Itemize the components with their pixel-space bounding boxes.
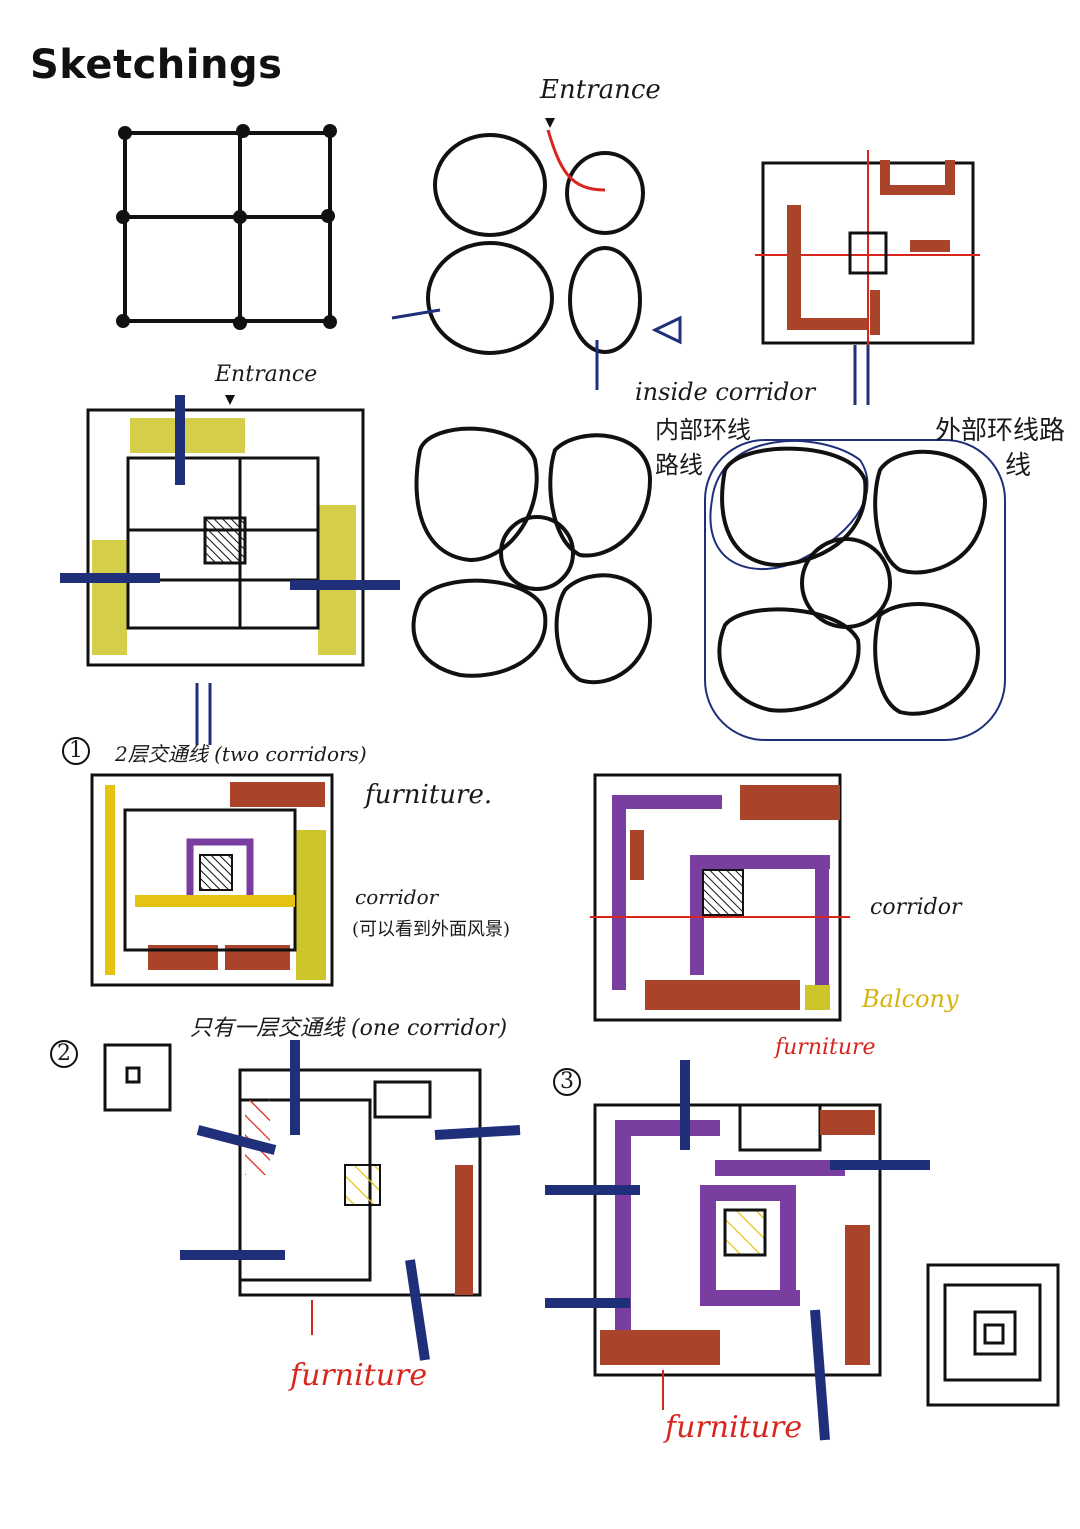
outer-loop-label-2: 线: [1005, 451, 1032, 481]
bubble-sketch-top: [391, 118, 682, 390]
inner-loop-label-2: 路线: [655, 451, 703, 479]
furniture-label-3: furniture: [290, 1358, 428, 1393]
sketch-number-2: 2: [50, 1040, 78, 1068]
plan-two-corridors: [90, 773, 334, 987]
balcony-label: Balcony: [862, 985, 959, 1013]
grid-sketch: [116, 124, 337, 330]
mini-plan-3: [926, 1263, 1060, 1407]
plan-purple-corridor: [590, 773, 850, 1022]
page-title: Sketchings: [30, 42, 283, 88]
inside-corridor-bubbles: [411, 426, 652, 685]
floorplan-sketch-top: [755, 150, 980, 405]
two-corridors-label: 2层交通线 (two corridors): [115, 742, 367, 766]
mini-plan-2: [103, 1043, 172, 1112]
outer-corridor-bubbles: [704, 439, 1006, 741]
view-outside-label: (可以看到外面风景): [352, 919, 511, 940]
corridor-label-1: corridor: [355, 885, 439, 909]
plan-one-corridor: [180, 1040, 521, 1361]
inner-loop-label: 内部环线: [655, 416, 751, 444]
entrance-label-top: Entrance: [540, 75, 661, 105]
inside-corridor-label: inside corridor: [635, 378, 816, 406]
outer-loop-label: 外部环线路: [935, 416, 1066, 446]
entrance-label-left: Entrance: [215, 362, 318, 387]
furniture-label-1: furniture.: [365, 780, 493, 810]
corridor-label-2: corridor: [870, 895, 962, 920]
sketch-number-3: 3: [553, 1068, 581, 1096]
grid-arrows-sketch: [60, 395, 400, 745]
sketch-number-1: 1: [62, 737, 90, 765]
furniture-label-2: furniture: [775, 1035, 876, 1060]
one-corridor-label: 只有一层交通线 (one corridor): [190, 1016, 508, 1041]
plan-three: [545, 1060, 930, 1441]
furniture-label-4: furniture: [665, 1410, 803, 1445]
